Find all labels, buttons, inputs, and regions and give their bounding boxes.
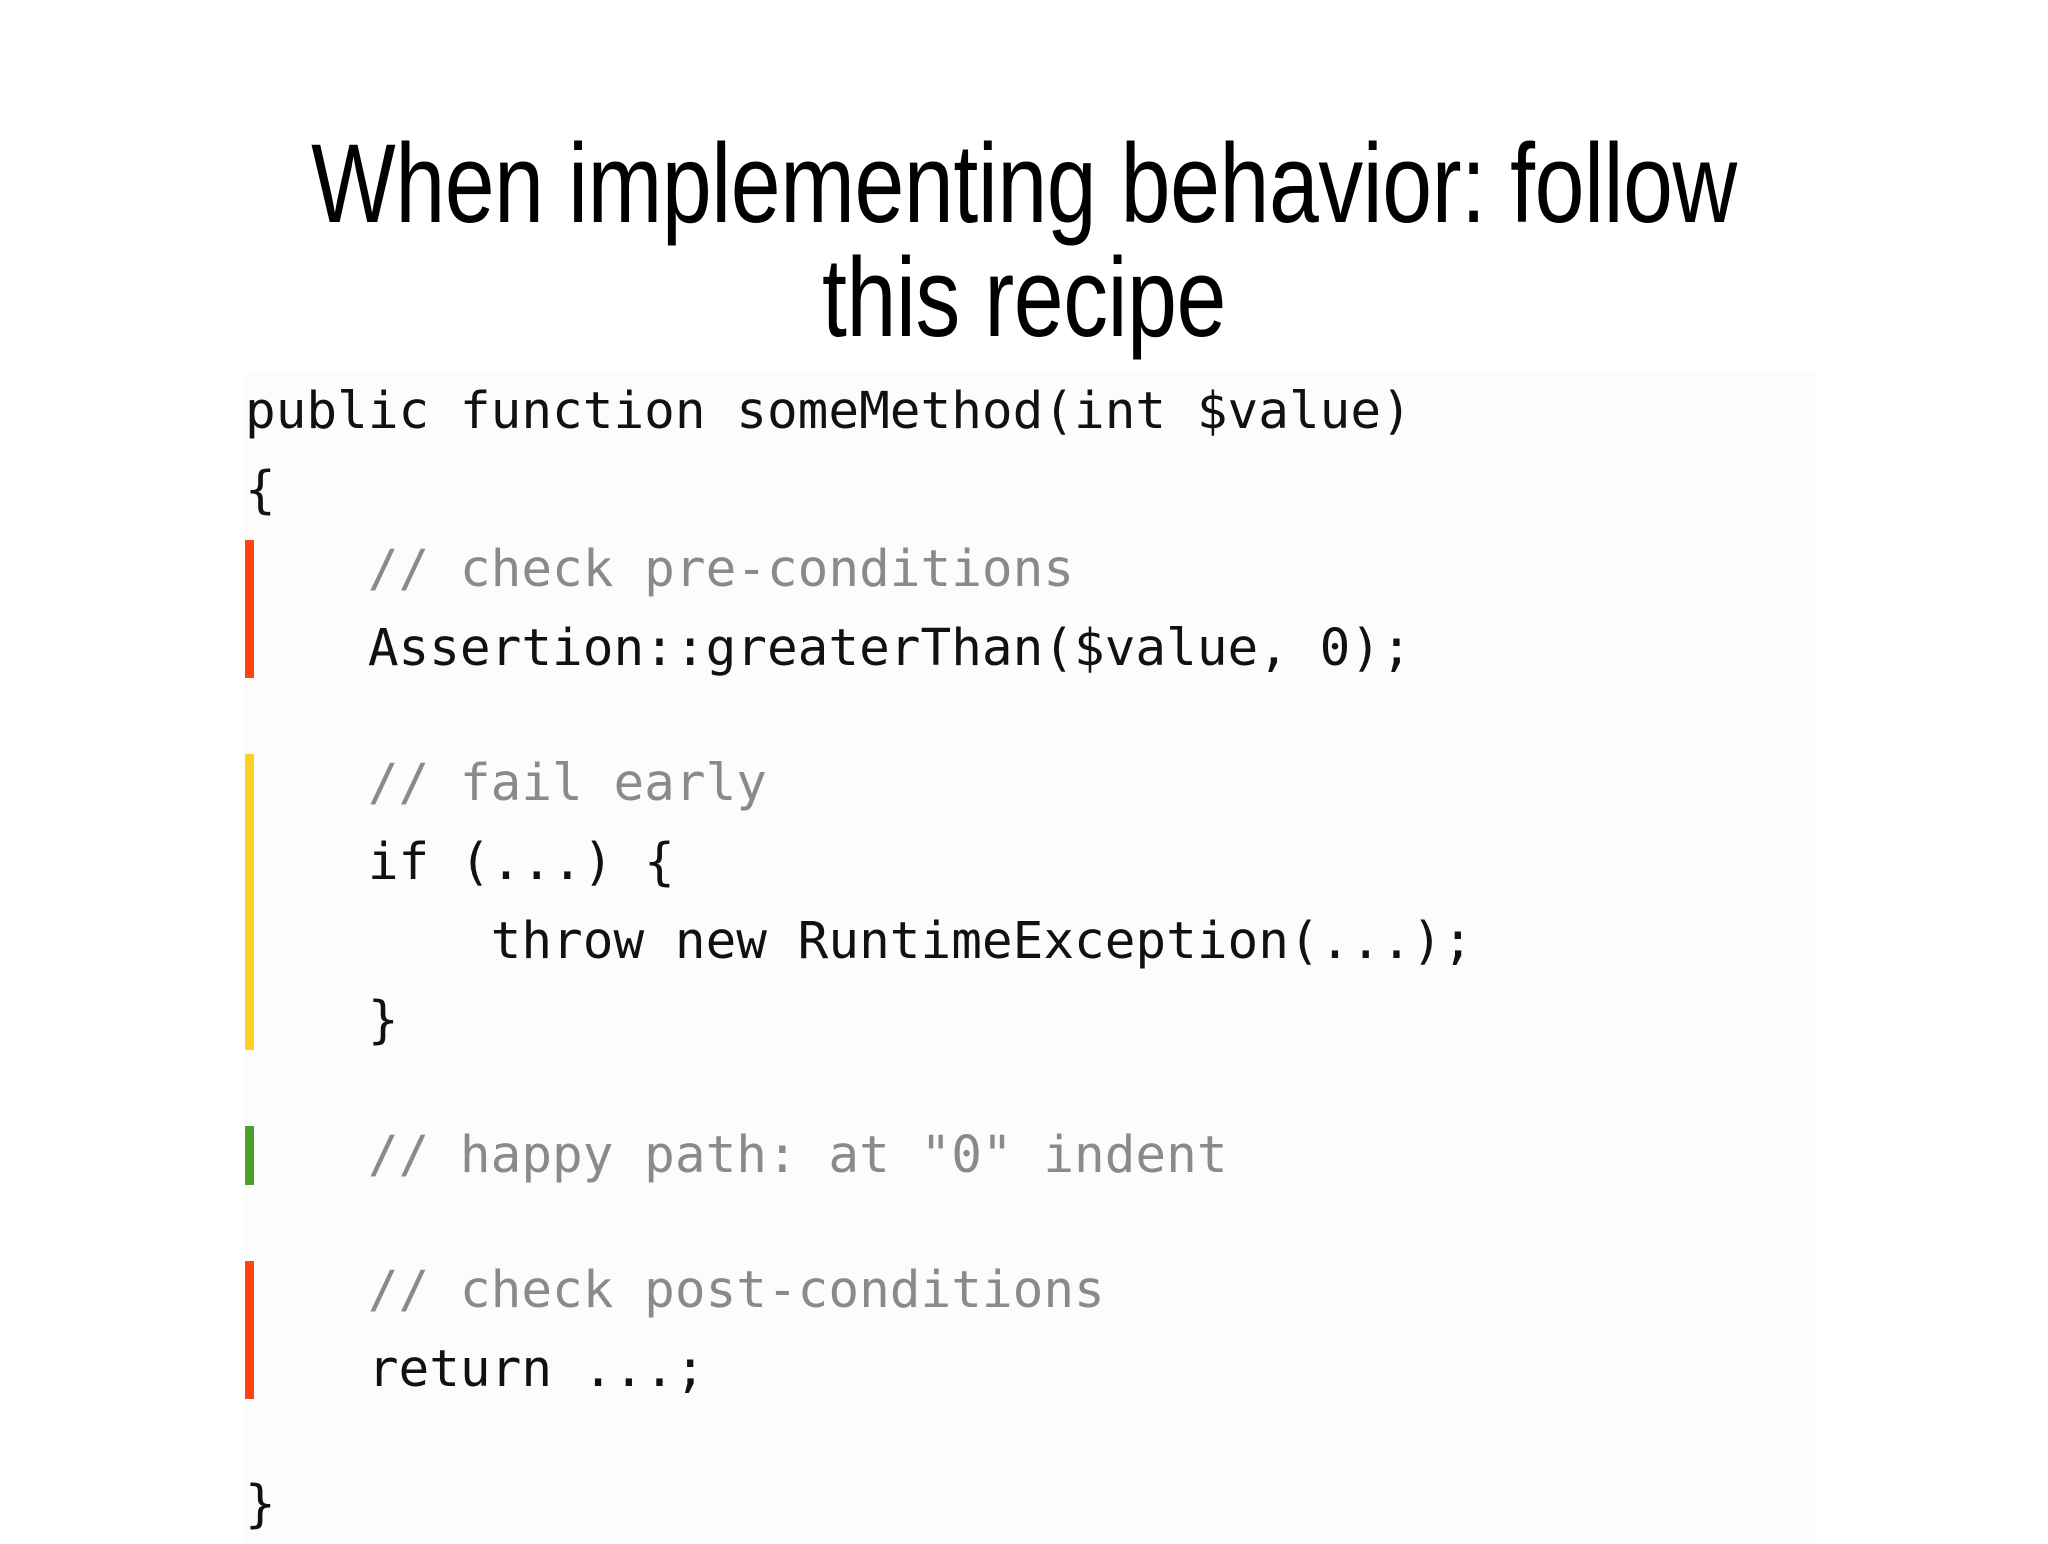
code-block: public function someMethod(int $value){ … [245,372,1815,1544]
code-comment: // fail early [245,754,767,813]
code-line: Assertion::greaterThan($value, 0); [245,609,1815,688]
code-comment: // happy path: at "0" indent [245,1126,1228,1185]
code-statement: { [245,461,276,520]
code-comment: // check pre-conditions [245,540,1075,599]
code-line: // check post-conditions [245,1251,1815,1330]
code-blank-line [245,1060,1815,1116]
code-statement: return ...; [245,1340,706,1399]
code-line: } [245,1465,1815,1544]
code-comment: // check post-conditions [245,1261,1105,1320]
section-marker-green-icon [245,1126,254,1185]
code-group-post-conditions: // check post-conditions return ...; [245,1251,1815,1409]
code-statement: throw new RuntimeException(...); [245,912,1474,971]
page-title: When implementing behavior: follow this … [311,121,1737,361]
code-statement: } [245,1475,276,1534]
code-line: { [245,451,1815,530]
code-blank-line [245,1409,1815,1465]
code-group-pre-conditions: // check pre-conditions Assertion::great… [245,530,1815,688]
section-marker-yellow-icon [245,754,254,1050]
code-statement: Assertion::greaterThan($value, 0); [245,619,1412,678]
code-statement: public function someMethod(int $value) [245,382,1412,441]
code-group-closing: } [245,1465,1815,1544]
code-line: if (...) { [245,823,1815,902]
code-blank-line [245,1195,1815,1251]
code-group-signature: public function someMethod(int $value) { [245,372,1815,530]
code-line: } [245,981,1815,1060]
code-line: // check pre-conditions [245,530,1815,609]
code-line: return ...; [245,1330,1815,1409]
code-group-fail-early: // fail early if (...) { throw new Runti… [245,744,1815,1060]
code-statement: } [245,991,399,1050]
code-group-happy-path: // happy path: at "0" indent [245,1116,1815,1195]
code-statement: if (...) { [245,833,675,892]
code-line: // happy path: at "0" indent [245,1116,1815,1195]
code-line: throw new RuntimeException(...); [245,902,1815,981]
code-line: public function someMethod(int $value) [245,372,1815,451]
code-line: // fail early [245,744,1815,823]
section-marker-red-icon [245,540,254,678]
code-blank-line [245,688,1815,744]
section-marker-red-icon [245,1261,254,1399]
